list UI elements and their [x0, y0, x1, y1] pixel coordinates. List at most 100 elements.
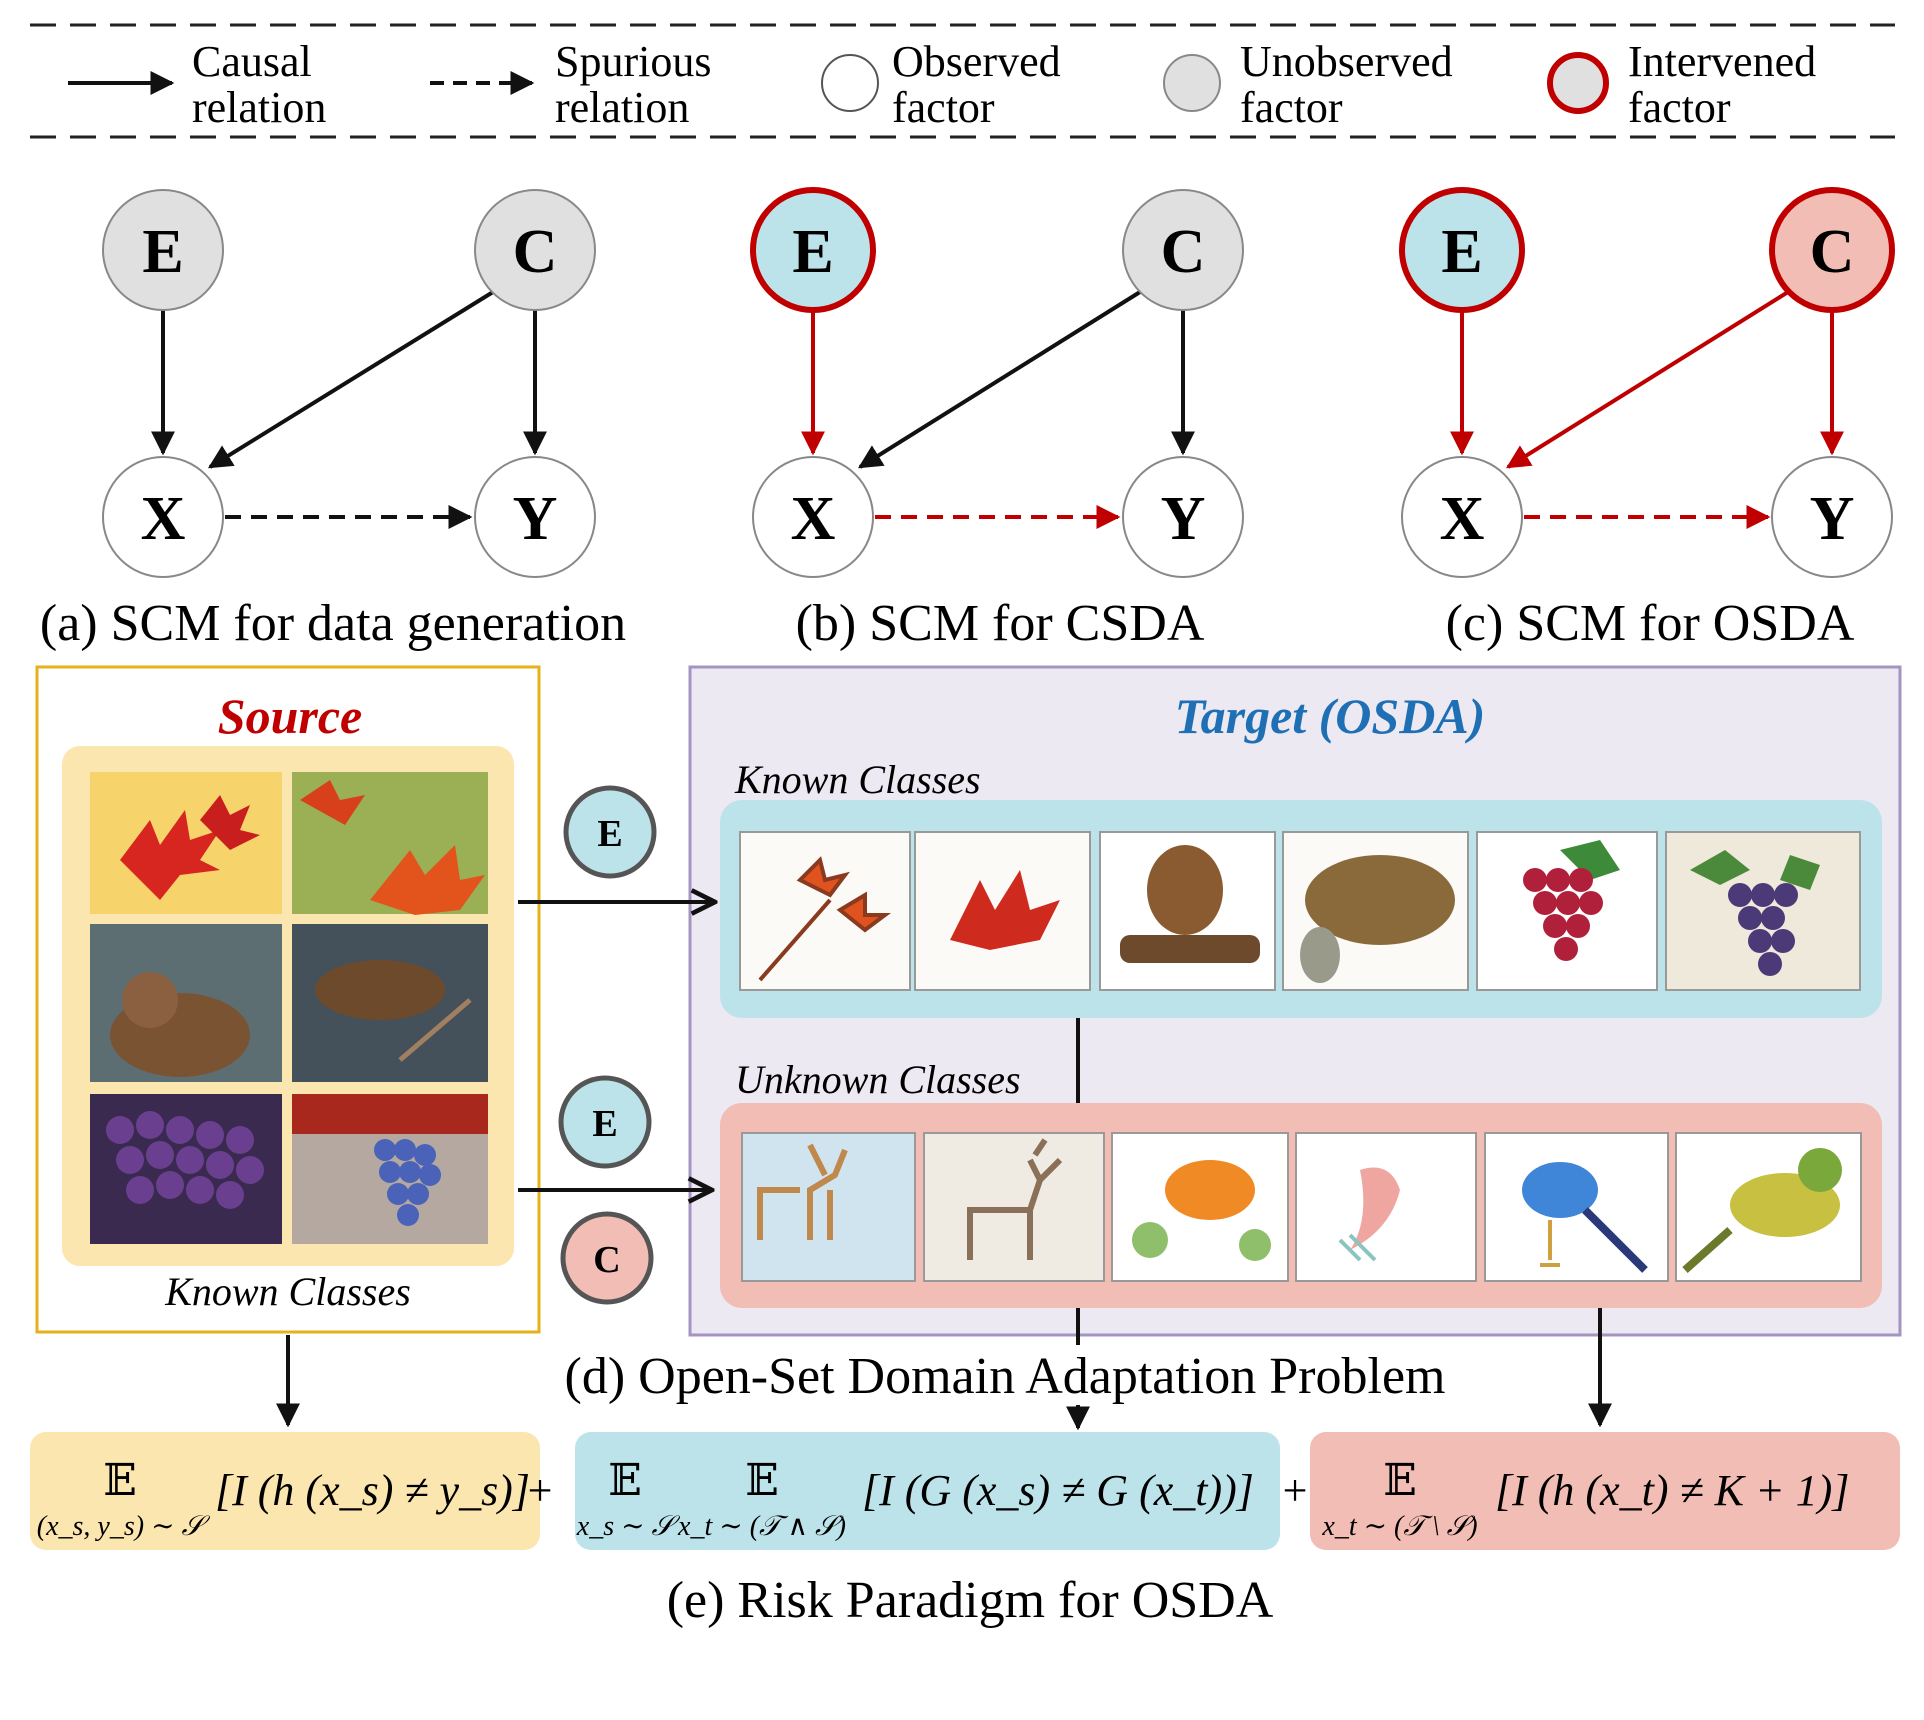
bird-head-icon [1798, 1148, 1842, 1192]
node-y [1122, 456, 1244, 578]
deer-icon [967, 1138, 1063, 1260]
node-e-label: E [142, 218, 183, 286]
log-icon [1120, 935, 1260, 963]
node-x-label: X [1440, 485, 1485, 553]
maple-leaf-icon [120, 810, 220, 900]
node-x [102, 456, 224, 578]
term2-subscript-2: x_t ∼ (𝒯 ∧ 𝒮) [677, 1511, 846, 1542]
node-e-label: E [1441, 218, 1482, 286]
branch-icon [1540, 1220, 1560, 1267]
term3-body: [I (h (x_t) ≠ K + 1)] [1495, 1466, 1849, 1515]
risk-term-alignment [575, 1432, 1280, 1550]
legend-observed-line2: factor [892, 83, 995, 132]
grape-leaf-icon [1560, 840, 1620, 880]
grape-leaf-icon [1690, 850, 1820, 890]
maple-leaf-icon [950, 870, 1060, 950]
beaver-icon [315, 960, 445, 1020]
goldfish-icon [1165, 1160, 1255, 1220]
beaver-icon [1305, 855, 1455, 945]
term1-body: [I (h (x_s) ≠ y_s)] [215, 1466, 530, 1515]
env-e-badge-known-label: E [597, 813, 622, 855]
legend-unobserved-line1: Unobserved [1240, 37, 1453, 86]
class-c-badge [560, 1211, 654, 1305]
legend-intervened-line2: factor [1628, 83, 1731, 132]
term3-expectation: 𝔼 [1383, 1456, 1417, 1505]
node-c [474, 189, 596, 311]
fish-watercolor-icon [1350, 1167, 1400, 1250]
term2-body: [I (G (x_s) ≠ G (x_t))] [862, 1466, 1254, 1515]
plus-2: + [1283, 1466, 1308, 1515]
target-title: Target (OSDA) [1175, 688, 1486, 744]
node-y [1771, 456, 1893, 578]
env-e-badge-unknown-label: E [592, 1103, 617, 1145]
node-x [1401, 456, 1523, 578]
edge-c-x [1505, 290, 1790, 469]
term2-expectation-1: 𝔼 [608, 1456, 642, 1505]
bird-tail-icon [1582, 1207, 1648, 1273]
lotus-leaf-icon [1239, 1229, 1271, 1261]
legend-observed-line1: Observed [892, 37, 1061, 86]
legend-causal-line1: Causal [192, 37, 312, 86]
source-image-grid [90, 772, 488, 1244]
node-e [1399, 187, 1525, 313]
legend-unobserved-line2: factor [1240, 83, 1343, 132]
risk-term-source [30, 1432, 540, 1550]
target-known-images [739, 831, 1861, 991]
node-y [474, 456, 596, 578]
legend-spurious-line2: relation [555, 83, 689, 132]
edge-c-x [857, 290, 1142, 469]
grapes-icon [1523, 868, 1603, 961]
maple-sketch-icon [758, 856, 891, 982]
term2-expectation-2: 𝔼 [745, 1456, 779, 1505]
caption-a: (a) SCM for data generation [40, 595, 626, 652]
term1-subscript: (x_s, y_s) ∼ 𝒮 [37, 1511, 211, 1542]
class-c-badge-label: C [593, 1239, 620, 1281]
autumn-leaves-band [292, 1094, 488, 1134]
stick-icon [398, 998, 472, 1062]
node-y-label: Y [1161, 485, 1206, 553]
beaver-tail-icon [1300, 927, 1340, 983]
node-e [102, 189, 224, 311]
legend: Causal relation Spurious relation Observ… [30, 23, 1895, 139]
node-x-label: X [141, 485, 186, 553]
risk-paradigm: 𝔼 (x_s, y_s) ∼ 𝒮 [I (h (x_s) ≠ y_s)] + 𝔼… [30, 1432, 1900, 1629]
scm-a: E C X Y (a) SCM for data generation [40, 189, 626, 652]
grapes-icon [1728, 883, 1798, 976]
node-c-label: C [1810, 218, 1855, 286]
maple-leaf-icon [370, 845, 485, 915]
risk-term-unknown [1310, 1432, 1900, 1550]
grapes-icon [106, 1111, 264, 1209]
intervened-factor-icon [1547, 52, 1609, 114]
node-y-label: Y [1810, 485, 1855, 553]
beaver-head-icon [122, 972, 178, 1028]
deer-icon [757, 1143, 848, 1240]
env-e-badge-unknown [558, 1075, 652, 1169]
node-x [752, 456, 874, 578]
maple-leaf-icon [300, 780, 365, 825]
caption-b: (b) SCM for CSDA [796, 595, 1205, 652]
node-e [750, 187, 876, 313]
term1-expectation: 𝔼 [103, 1456, 137, 1505]
panel-d: Source Known Classes [35, 665, 1902, 1405]
node-c [1769, 187, 1895, 313]
target-unknown-images [741, 1132, 1862, 1282]
caption-e: (e) Risk Paradigm for OSDA [667, 1572, 1274, 1629]
target-known-label: Known Classes [734, 757, 981, 802]
fin-strokes [1338, 1233, 1377, 1262]
legend-intervened-line1: Intervened [1628, 37, 1816, 86]
target-known-image-1 [739, 831, 911, 991]
node-c-label: C [513, 218, 558, 286]
observed-factor-icon [821, 54, 879, 112]
node-e-label: E [792, 218, 833, 286]
node-y-label: Y [513, 485, 558, 553]
node-c-label: C [1161, 218, 1206, 286]
legend-causal-line2: relation [192, 83, 326, 132]
lotus-leaf-icon [1132, 1222, 1168, 1258]
bird-tail-icon [1682, 1227, 1733, 1273]
caption-c: (c) SCM for OSDA [1446, 595, 1855, 652]
beaver-icon [1147, 845, 1223, 935]
scm-c: E C X Y (c) SCM for OSDA [1399, 187, 1895, 652]
term3-subscript: x_t ∼ (𝒯 \ 𝒮) [1321, 1511, 1477, 1542]
target-unknown-label: Unknown Classes [735, 1057, 1021, 1102]
